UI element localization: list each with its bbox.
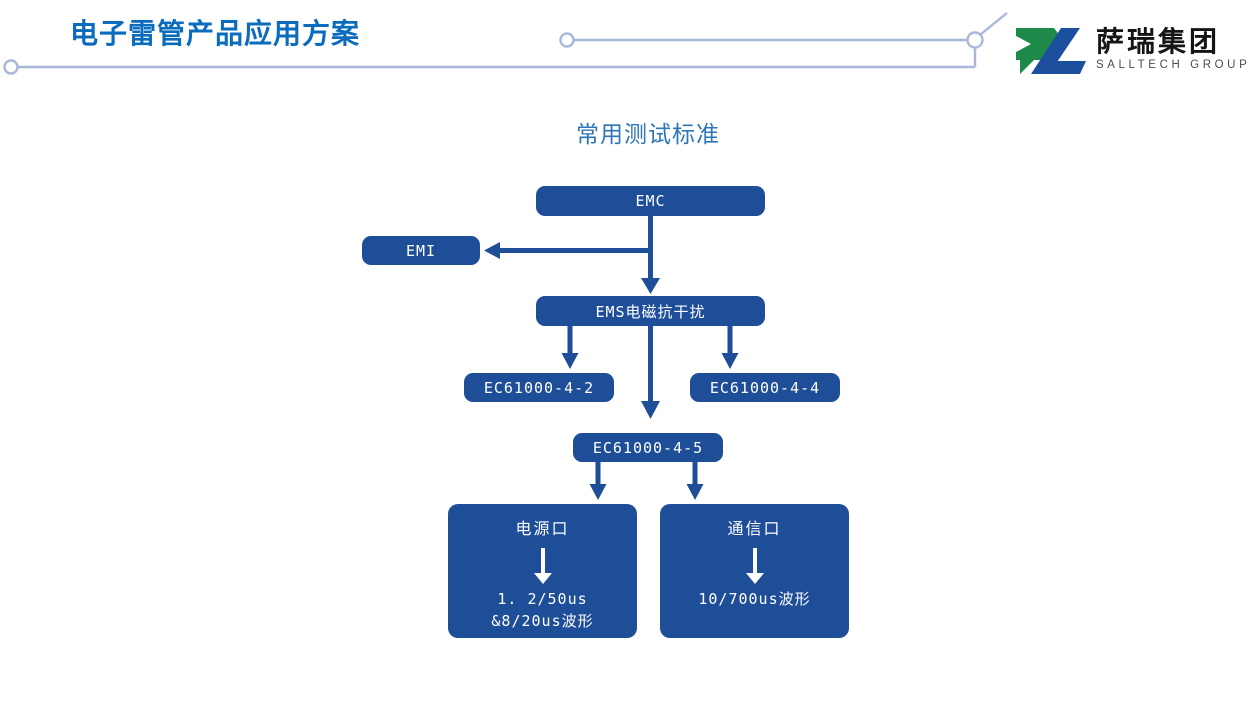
page-title: 电子雷管产品应用方案 [70,18,361,49]
flow-node-ec61000-4-2: EC61000-4-2 [464,373,614,402]
flow-node-emc: EMC [536,186,765,216]
power-port-title: 电源口 [515,519,570,538]
comm-port-waveform-line1: 10/700us波形 [698,590,811,608]
flow-node-emi: EMI [362,236,480,265]
diagram-title: 常用测试标准 [576,121,720,147]
company-logo: 萨瑞集团 SALLTECH GROUP [1014,24,1250,76]
logo-company-name-en: SALLTECH GROUP [1096,59,1251,72]
flow-node-power-port: 电源口 1. 2/50us &8/20us波形 [448,504,637,638]
logo-mark-icon [1016,28,1086,74]
logo-company-name: 萨瑞集团 [1096,26,1221,58]
flow-node-comm-port: 通信口 10/700us波形 [660,504,849,638]
down-arrow-icon [752,548,757,573]
flow-node-ec61000-4-5: EC61000-4-5 [573,433,723,462]
power-port-waveform-line2: &8/20us波形 [491,611,594,630]
down-arrow-icon [540,548,545,573]
flow-node-ems: EMS电磁抗干扰 [536,296,765,326]
comm-port-title: 通信口 [727,519,782,538]
flow-node-ec61000-4-4: EC61000-4-4 [690,373,840,402]
power-port-waveform-line1: 1. 2/50us [497,590,588,608]
